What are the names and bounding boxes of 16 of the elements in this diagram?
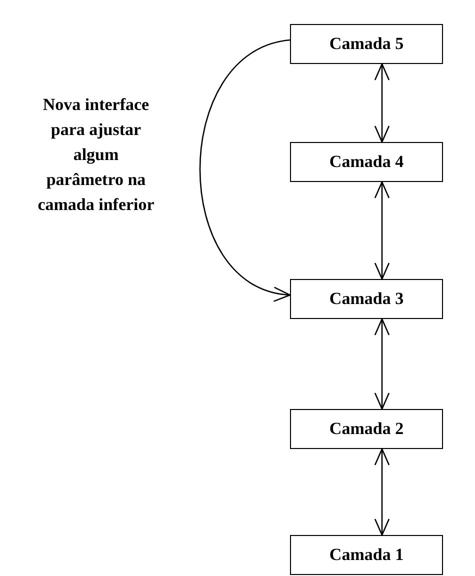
layer-label: Camada 2 <box>329 419 404 439</box>
layer-box <box>290 279 443 319</box>
layer-label: Camada 3 <box>329 289 404 309</box>
arrow <box>374 63 390 143</box>
layer-box <box>290 142 443 182</box>
layer-label: Camada 5 <box>329 34 404 54</box>
layer-label: Camada 1 <box>329 545 404 565</box>
layer-box <box>290 24 443 64</box>
arrow <box>374 448 390 536</box>
arrow <box>374 181 390 280</box>
layer-box <box>290 409 443 449</box>
arrow <box>199 39 291 300</box>
edge-label: Nova interface para ajustar algum parâmetro na camada inferior <box>37 94 155 216</box>
arrow <box>374 318 390 410</box>
layer-label: Camada 4 <box>329 152 404 172</box>
layer-box <box>290 535 443 575</box>
